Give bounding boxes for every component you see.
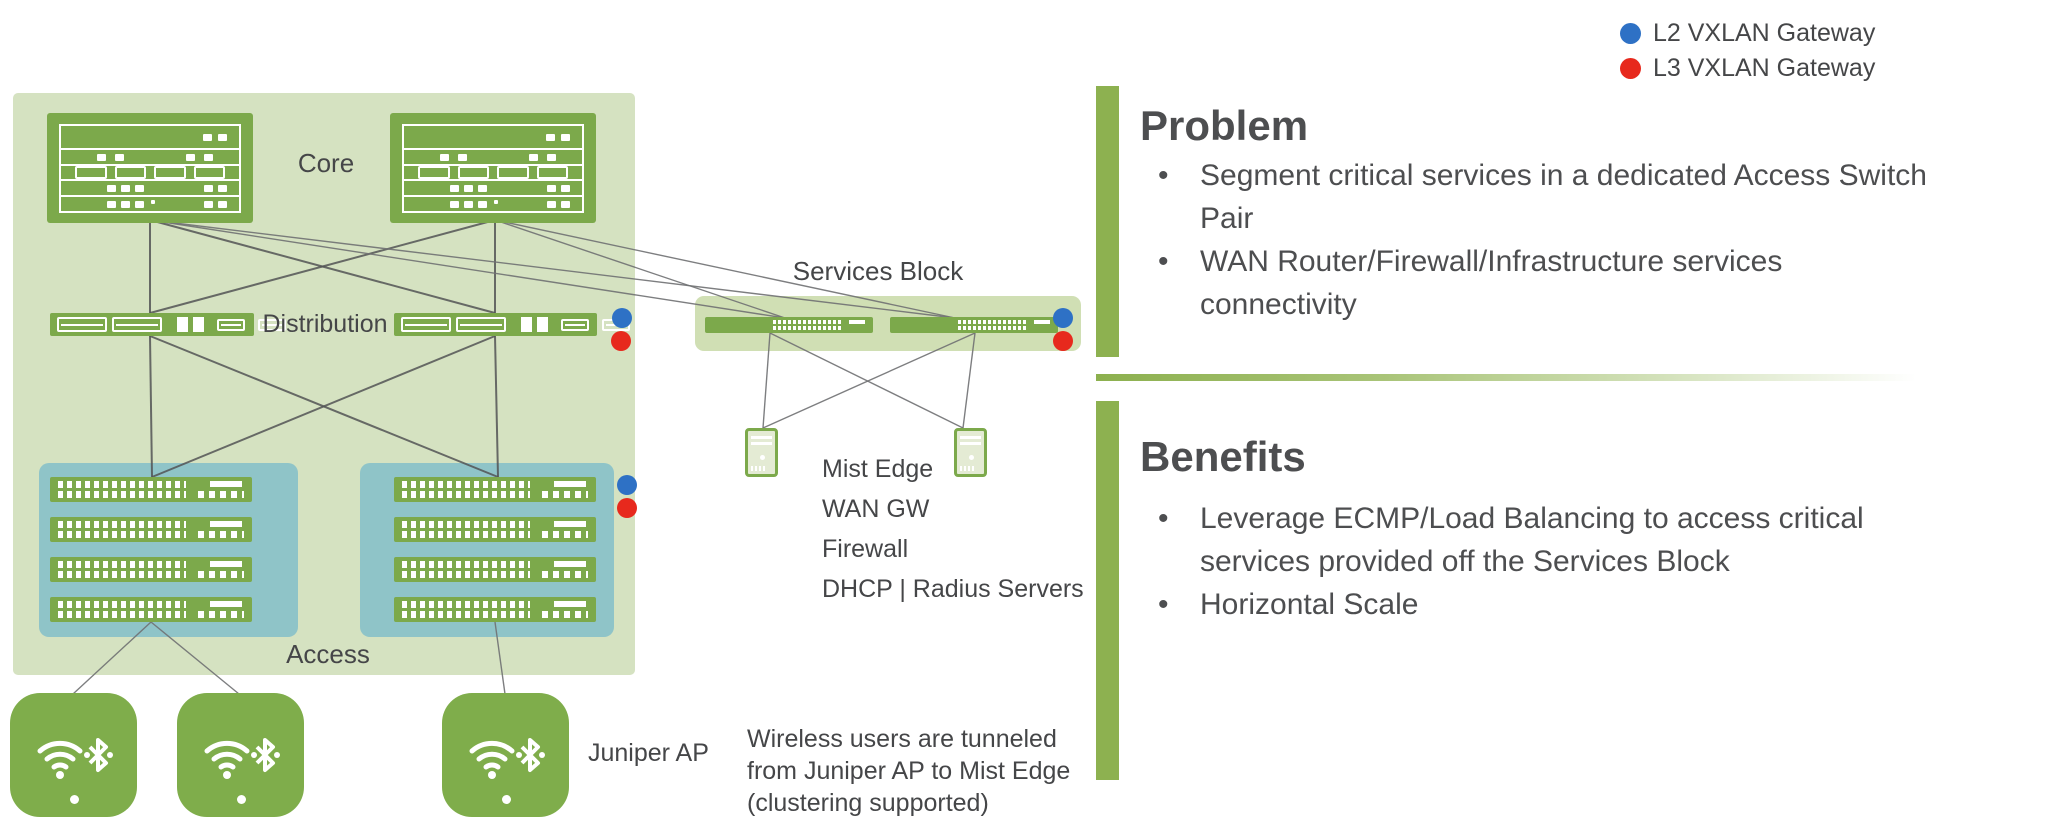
benefits-bullet: Horizontal Scale xyxy=(1140,583,2036,626)
services-list-item: Firewall xyxy=(822,535,909,563)
juniper-ap-1 xyxy=(10,693,137,817)
wifi-bluetooth-icon xyxy=(469,738,545,779)
wireless-tunnel-note: Wireless users are tunneled from Juniper… xyxy=(747,725,1071,817)
server-icon xyxy=(745,428,778,477)
services-switch-1 xyxy=(705,317,873,333)
ap-status-led xyxy=(236,795,246,804)
legend-item-l3: L3 VXLAN Gateway xyxy=(1620,54,1875,83)
benefits-bullet: Leverage ECMP/Load Balancing to access c… xyxy=(1140,497,2036,583)
services-l2-gateway-dot xyxy=(1053,308,1073,328)
access-switch xyxy=(394,477,596,502)
l2-gateway-dot xyxy=(1620,23,1641,44)
services-list-item: DHCP | Radius Servers xyxy=(822,575,1084,603)
problem-bullet: Segment critical services in a dedicated… xyxy=(1140,154,2036,240)
access-switch xyxy=(50,517,252,542)
distribution-l3-gateway-dot xyxy=(611,331,631,351)
vxlan-gateway-legend: L2 VXLAN Gateway L3 VXLAN Gateway xyxy=(1620,19,1875,83)
benefits-section: Benefits Leverage ECMP/Load Balancing to… xyxy=(1140,433,2036,626)
distribution-l2-gateway-dot xyxy=(612,308,632,328)
ap-status-led xyxy=(501,795,511,804)
services-list-item: WAN GW xyxy=(822,495,930,523)
server-icon xyxy=(954,428,987,477)
problem-bullets: Segment critical services in a dedicated… xyxy=(1140,154,2036,326)
services-list-item: Mist Edge xyxy=(822,455,934,483)
section-divider xyxy=(1096,374,1916,381)
access-switch xyxy=(394,557,596,582)
access-switch xyxy=(394,517,596,542)
benefits-accent-bar xyxy=(1096,401,1119,780)
core-label: Core xyxy=(297,148,355,178)
access-switch xyxy=(50,477,252,502)
core-switch-faceplate xyxy=(59,124,241,213)
legend-label: L3 VXLAN Gateway xyxy=(1653,54,1876,82)
legend-label: L2 VXLAN Gateway xyxy=(1653,19,1876,47)
problem-bullet: WAN Router/Firewall/Infrastructure servi… xyxy=(1140,240,2036,326)
juniper-ap-label: Juniper AP xyxy=(588,739,709,767)
juniper-ap-2 xyxy=(177,693,304,817)
l3-gateway-dot xyxy=(1620,58,1641,79)
distribution-switch-2 xyxy=(394,313,630,336)
problem-title: Problem xyxy=(1140,102,1309,149)
benefits-title: Benefits xyxy=(1140,433,1306,480)
juniper-ap-3 xyxy=(442,693,569,817)
problem-section: Problem Segment critical services in a d… xyxy=(1140,102,2036,326)
benefits-bullets: Leverage ECMP/Load Balancing to access c… xyxy=(1140,497,2036,626)
distribution-label: Distribution xyxy=(262,310,388,338)
wifi-bluetooth-icon xyxy=(37,738,113,779)
access-label: Access xyxy=(286,639,370,669)
bullet-marker xyxy=(1140,497,1200,583)
bullet-marker xyxy=(1140,583,1200,626)
legend-item-l2: L2 VXLAN Gateway xyxy=(1620,19,1875,48)
access-l3-gateway-dot xyxy=(617,498,637,518)
bullet-marker xyxy=(1140,240,1200,326)
access-switch xyxy=(394,597,596,622)
access-switch xyxy=(50,557,252,582)
services-list: Mist Edge WAN GW Firewall DHCP | Radius … xyxy=(822,449,1084,609)
access-l2-gateway-dot xyxy=(617,475,637,495)
services-switch-2 xyxy=(890,317,1058,333)
bullet-marker xyxy=(1140,154,1200,240)
core-switch-2 xyxy=(390,113,596,223)
wifi-bluetooth-icon xyxy=(204,738,280,779)
access-switch xyxy=(50,597,252,622)
problem-accent-bar xyxy=(1096,86,1119,357)
services-block-label: Services Block xyxy=(792,256,964,286)
core-switch-1 xyxy=(47,113,253,223)
core-switch-faceplate xyxy=(402,124,584,213)
distribution-switch-1 xyxy=(50,313,286,336)
ap-status-led xyxy=(69,795,79,804)
services-l3-gateway-dot xyxy=(1053,331,1073,351)
